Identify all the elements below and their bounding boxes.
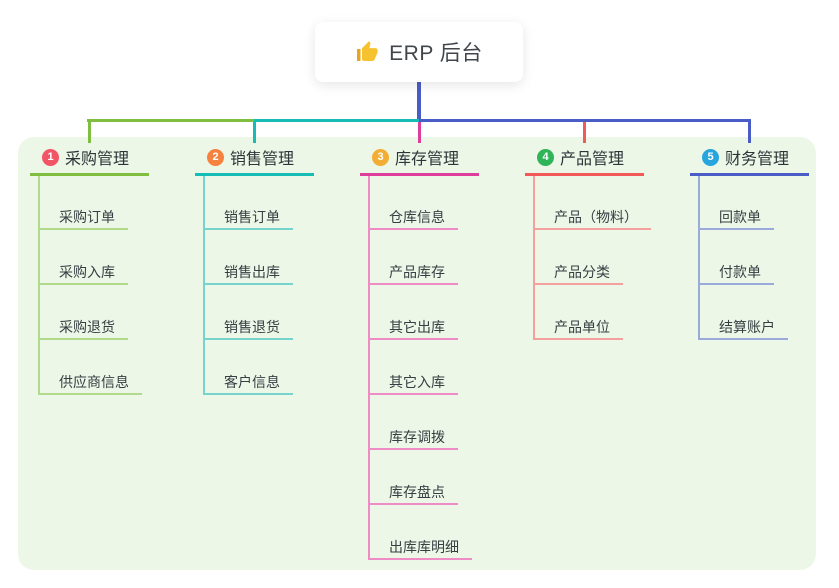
child-node[interactable]: 客户信息 — [203, 370, 293, 395]
child-node[interactable]: 其它入库 — [368, 370, 458, 395]
branch-label: 库存管理 — [395, 151, 460, 168]
branch-number-badge: 5 — [702, 148, 719, 166]
child-node[interactable]: 采购入库 — [38, 260, 128, 285]
branch-label: 财务管理 — [725, 151, 790, 168]
child-connector — [203, 176, 205, 395]
child-node[interactable]: 出库库明细 — [368, 535, 472, 560]
child-node[interactable]: 库存盘点 — [368, 480, 458, 505]
bus-segment-right — [419, 119, 751, 122]
branch-node[interactable]: 2 销售管理 — [195, 141, 314, 176]
bus-segment-middle — [254, 119, 419, 122]
root-label: ERP 后台 — [389, 42, 483, 65]
child-node[interactable]: 其它出库 — [368, 315, 458, 340]
branches-panel — [18, 137, 816, 570]
child-node[interactable]: 销售出库 — [203, 260, 293, 285]
child-node[interactable]: 产品库存 — [368, 260, 458, 285]
child-node[interactable]: 采购订单 — [38, 205, 128, 230]
child-node[interactable]: 库存调拨 — [368, 425, 458, 450]
bus-segment-left — [87, 119, 254, 122]
branch-label: 采购管理 — [65, 151, 130, 168]
branch-node[interactable]: 4 产品管理 — [525, 141, 644, 176]
branch-label: 产品管理 — [560, 151, 625, 168]
child-node[interactable]: 仓库信息 — [368, 205, 458, 230]
branch-node[interactable]: 1 采购管理 — [30, 141, 149, 176]
branch-connector — [747, 122, 751, 143]
child-node[interactable]: 采购退货 — [38, 315, 128, 340]
branch-connector — [87, 122, 91, 143]
thumbs-up-icon — [355, 40, 379, 64]
branch-number-badge: 1 — [42, 148, 59, 166]
child-node[interactable]: 付款单 — [698, 260, 774, 285]
child-connector — [38, 176, 40, 395]
child-node[interactable]: 供应商信息 — [38, 370, 142, 395]
child-connector — [533, 176, 535, 340]
branch-node[interactable]: 3 库存管理 — [360, 141, 479, 176]
branch-number-badge: 2 — [207, 148, 224, 166]
child-node[interactable]: 产品分类 — [533, 260, 623, 285]
branch-connector — [417, 122, 421, 143]
child-node[interactable]: 回款单 — [698, 205, 774, 230]
branch-connector — [252, 122, 256, 143]
branch-number-badge: 3 — [372, 148, 389, 166]
child-node[interactable]: 销售退货 — [203, 315, 293, 340]
child-connector — [698, 176, 700, 340]
root-connector — [417, 82, 421, 119]
child-node[interactable]: 产品单位 — [533, 315, 623, 340]
branch-node[interactable]: 5 财务管理 — [690, 141, 809, 176]
child-connector — [368, 176, 370, 560]
child-node[interactable]: 销售订单 — [203, 205, 293, 230]
branch-number-badge: 4 — [537, 148, 554, 166]
branch-label: 销售管理 — [230, 151, 295, 168]
child-node[interactable]: 产品（物料） — [533, 205, 651, 230]
branch-connector — [582, 122, 586, 143]
child-node[interactable]: 结算账户 — [698, 315, 788, 340]
root-node[interactable]: ERP 后台 — [315, 22, 523, 82]
